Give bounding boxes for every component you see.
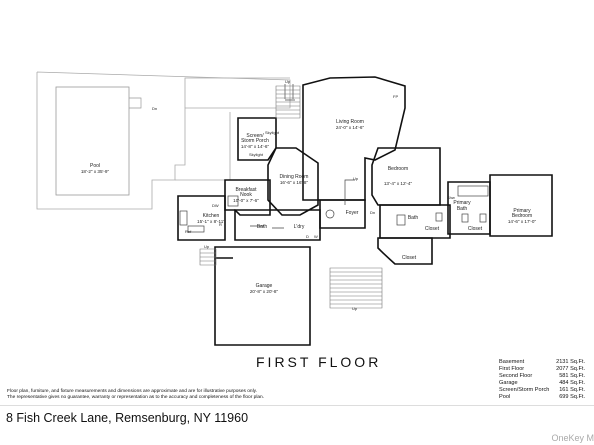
dining-room-label: Dining Room xyxy=(280,174,309,180)
sqft-value: 484 Sq.Ft. xyxy=(559,379,585,386)
disclaimer-line-1: Floor plan, furniture, and fixture measu… xyxy=(7,389,258,394)
sqft-label: Second Floor xyxy=(499,372,533,379)
sqft-label: Screen/Storm Porch xyxy=(499,386,550,393)
sqft-row: Basement 2131 Sq.Ft. xyxy=(499,359,585,366)
exterior-stairs xyxy=(199,85,383,309)
living-room-label: Living Room xyxy=(336,119,364,125)
dining-room-dims: 16'-6" x 16'-8" xyxy=(280,180,309,185)
porch-label-1: Screen/ xyxy=(246,133,264,139)
breakfast-label-2: Nook xyxy=(240,192,252,198)
disclaimer: Floor plan, furniture, and fixture measu… xyxy=(7,389,337,401)
interior-details xyxy=(179,84,489,233)
breakfast-label-1: Breakfast xyxy=(235,187,257,193)
sqft-row: Screen/Storm Porch 161 Sq.Ft. xyxy=(499,387,585,394)
skylight-label-1: Skylight xyxy=(265,130,280,135)
pool-basin xyxy=(55,86,130,196)
up-label-top: Up xyxy=(285,79,291,84)
pool-dn-label: Dn xyxy=(152,106,157,111)
up-label-garage-stairs: Up xyxy=(352,306,358,311)
pool-steps xyxy=(129,97,142,109)
watermark-text: OneKey M xyxy=(551,433,594,443)
skylight-label-2: Skylight xyxy=(249,152,264,157)
sqft-row: Pool 699 Sq.Ft. xyxy=(499,394,585,401)
washer-label: W xyxy=(314,234,318,239)
sqft-label: Pool xyxy=(499,393,511,400)
sqft-value: 161 Sq.Ft. xyxy=(559,386,585,393)
porch-label-2: Storm Porch xyxy=(241,138,269,144)
bath-1-label: Bath xyxy=(408,215,419,221)
sqft-row: First Floor 2077 Sq.Ft. xyxy=(499,366,585,373)
sqft-value: 2131 Sq.Ft. xyxy=(556,359,585,365)
divider xyxy=(0,405,594,406)
sqft-value: 699 Sq.Ft. xyxy=(559,393,585,400)
sqft-row: Second Floor 581 Sq.Ft. xyxy=(499,373,585,380)
sqft-label: Basement xyxy=(499,359,525,365)
disclaimer-line-2: The representative gives no guarantee, w… xyxy=(7,394,265,400)
foyer-label: Foyer xyxy=(346,210,359,216)
ref-label: Ref xyxy=(185,229,192,234)
shower-label: Shw xyxy=(447,195,455,200)
primary-bedroom-label-2: Bedroom xyxy=(512,213,532,219)
sqft-label: First Floor xyxy=(499,365,525,372)
primary-bath-label-2: Bath xyxy=(457,206,468,212)
primary-bedroom-dims: 14'-6" x 17'-0" xyxy=(508,219,537,224)
dryer-label: D xyxy=(306,234,309,239)
living-room-dims: 24'-0" x 14'-6" xyxy=(336,125,365,130)
property-address: 8 Fish Creek Lane, Remsenburg, NY 11960 xyxy=(6,411,249,425)
closet-2-label: Closet xyxy=(468,226,483,232)
bedroom-dims: 13'-4" x 12'-4" xyxy=(384,181,413,186)
garage-dims: 20'-8" x 20'-8" xyxy=(250,289,279,294)
up-label-kitchen: Up xyxy=(204,244,210,249)
dishwasher-label: DW xyxy=(212,203,219,208)
laundry-label: L'dry xyxy=(294,224,305,230)
square-footage-table: Basement 2131 Sq.Ft. First Floor 2077 Sq.Ft… xyxy=(499,359,585,400)
sqft-value: 2077 Sq.Ft. xyxy=(556,365,585,372)
floor-title: FIRST FLOOR xyxy=(256,354,382,370)
pool-label: Pool xyxy=(90,163,100,169)
kitchen-dims: 15'-1" x 8'-11" xyxy=(197,219,225,224)
bedroom-label: Bedroom xyxy=(388,166,408,172)
sqft-label: Garage xyxy=(499,379,518,386)
kitchen-label: Kitchen xyxy=(203,213,220,219)
bath-2-label: Bath xyxy=(257,224,268,230)
closet-3-label: Closet xyxy=(402,255,417,261)
range-label: R xyxy=(219,222,222,227)
breakfast-dims: 10'-0" x 7'-6" xyxy=(233,198,259,203)
sqft-row: Garage 484 Sq.Ft. xyxy=(499,380,585,387)
sqft-value: 581 Sq.Ft. xyxy=(559,372,585,379)
up-label-foyer: Up xyxy=(353,176,359,181)
primary-bedroom-label-1: Primary xyxy=(513,208,531,214)
dn-label-foyer: Dn xyxy=(370,210,375,215)
fireplace-label: FP xyxy=(393,94,398,99)
garage-label: Garage xyxy=(256,283,273,289)
house-walls xyxy=(177,76,553,346)
closet-1-label: Closet xyxy=(425,226,440,232)
primary-bath-label-1: Primary xyxy=(453,200,471,206)
porch-dims: 14'-8" x 14'-6" xyxy=(241,144,270,149)
pool-dims: 18'-2" x 35'-9" xyxy=(81,169,110,174)
